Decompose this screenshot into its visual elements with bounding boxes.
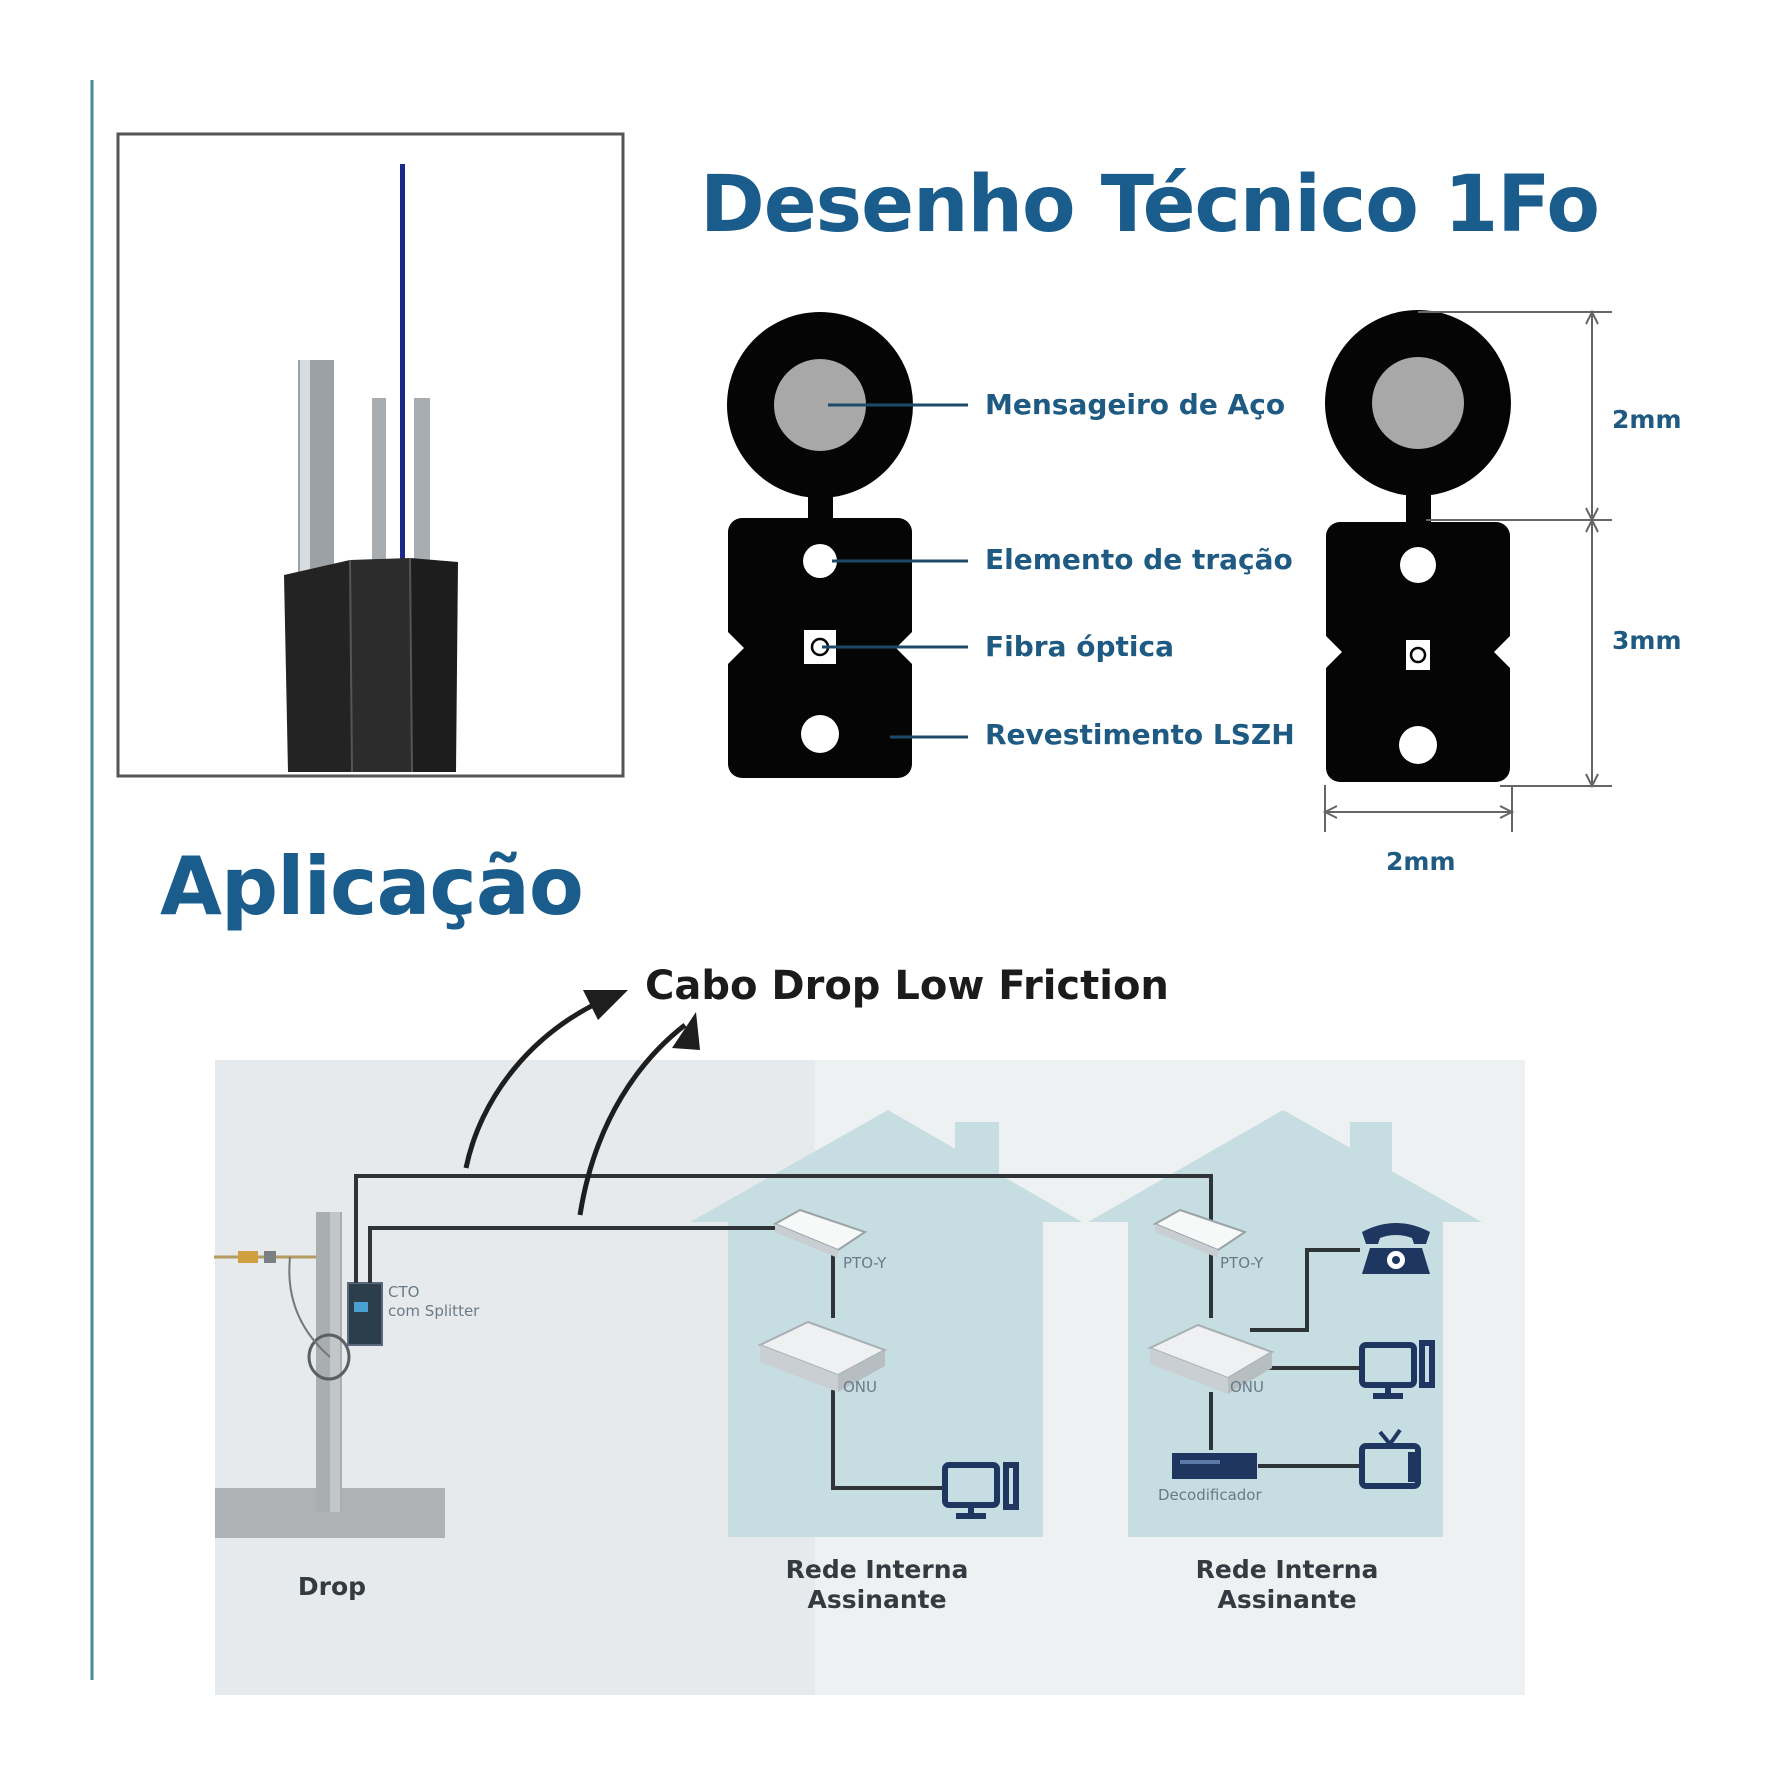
decoder-icon: [1172, 1453, 1257, 1479]
callout-optical-fiber: Fibra óptica: [985, 630, 1174, 663]
decoder-label: Decodificador: [1158, 1486, 1262, 1504]
telephone-icon: [1362, 1223, 1430, 1274]
cto-sub-label: com Splitter: [388, 1302, 480, 1320]
technical-drawing-title: Desenho Técnico 1Fo: [700, 160, 1600, 250]
drop-label: Drop: [297, 1572, 367, 1601]
cross-section-right: [1325, 310, 1511, 782]
router-icon: [757, 1320, 1275, 1394]
network-label-2: Rede Interna Assinante: [1162, 1555, 1412, 1615]
dimension-body-height: 3mm: [1612, 626, 1682, 655]
cable-photo: [116, 132, 625, 778]
arrow-heads: [583, 990, 700, 1050]
callout-jacket: Revestimento LSZH: [985, 718, 1295, 751]
utility-pole-icon: [214, 1212, 445, 1538]
cross-section-left: [727, 312, 913, 778]
dimension-width: 2mm: [1386, 847, 1456, 876]
onu-label-2: ONU: [1230, 1378, 1265, 1396]
dimension-lines: [1322, 309, 1612, 832]
callout-strength-member: Elemento de tração: [985, 543, 1293, 576]
application-title: Aplicação: [160, 840, 584, 933]
callout-leaders: [822, 403, 968, 739]
network-label-1-line2: Assinante: [807, 1585, 947, 1614]
onu-label-1: ONU: [843, 1378, 878, 1396]
cable-pointer-arrows: [463, 992, 687, 1216]
pto-label-1: PTO-Y: [843, 1254, 887, 1272]
monitor-icon: [942, 1340, 1435, 1519]
drop-cables: [354, 1174, 1360, 1490]
tv-icon: [1359, 1428, 1421, 1489]
callout-messenger: Mensageiro de Aço: [985, 388, 1286, 421]
dimension-messenger-height: 2mm: [1612, 405, 1682, 434]
house-1: [690, 1110, 1082, 1537]
cable-title: Cabo Drop Low Friction: [645, 963, 1169, 1009]
cto-label: CTO: [388, 1283, 420, 1301]
network-label-2-line1: Rede Interna: [1195, 1555, 1379, 1584]
network-label-1-line1: Rede Interna: [785, 1555, 969, 1584]
network-label-2-line2: Assinante: [1217, 1585, 1357, 1614]
pto-box-icon: [772, 1208, 1248, 1258]
network-label-1: Rede Interna Assinante: [752, 1555, 1002, 1615]
pto-label-2: PTO-Y: [1220, 1254, 1264, 1272]
